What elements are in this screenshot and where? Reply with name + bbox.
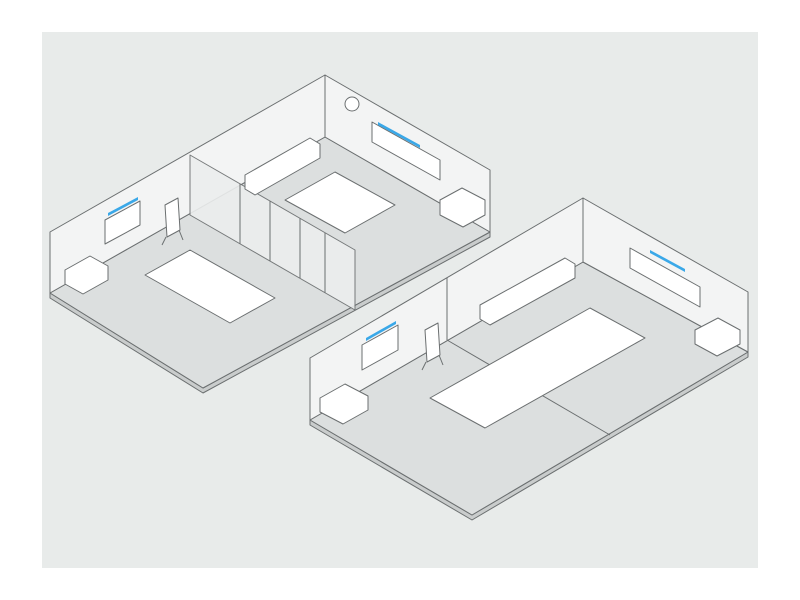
cabinet-icon <box>244 137 321 196</box>
cabinet-icon <box>694 317 741 357</box>
table-icon <box>284 171 396 234</box>
flipchart-icon <box>421 322 444 371</box>
left-room <box>49 74 491 394</box>
camera-bar-icon <box>650 250 685 272</box>
cabinet-icon <box>439 187 486 228</box>
cabinet-icon <box>479 257 576 326</box>
display-screen-icon <box>371 121 441 181</box>
right-room <box>309 197 749 521</box>
table-icon <box>144 249 276 324</box>
display-screen-icon <box>361 324 399 371</box>
camera-bar-icon <box>366 321 396 341</box>
table-icon <box>429 307 646 429</box>
flipchart-icon <box>161 197 184 246</box>
cabinet-icon <box>64 255 109 295</box>
cabinet-icon <box>319 383 369 425</box>
ceiling-speaker-icon <box>344 96 360 112</box>
display-screen-icon <box>629 247 701 308</box>
camera-bar-icon <box>378 122 420 148</box>
display-screen-icon <box>104 200 141 245</box>
camera-bar-icon <box>108 197 138 216</box>
